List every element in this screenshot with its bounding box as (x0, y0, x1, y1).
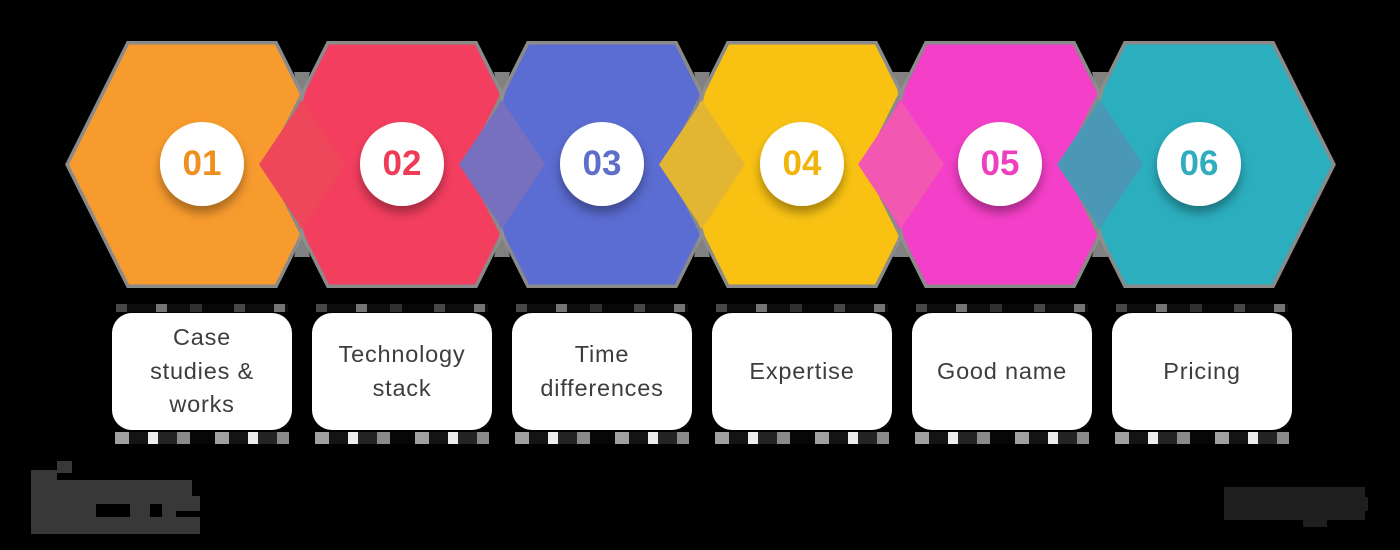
svg-text:02: 02 (383, 144, 422, 183)
svg-text:04: 04 (783, 144, 822, 183)
svg-text:01: 01 (183, 144, 222, 183)
svg-text:06: 06 (1180, 144, 1219, 183)
svg-text:05: 05 (981, 144, 1020, 183)
svg-text:03: 03 (583, 144, 622, 183)
